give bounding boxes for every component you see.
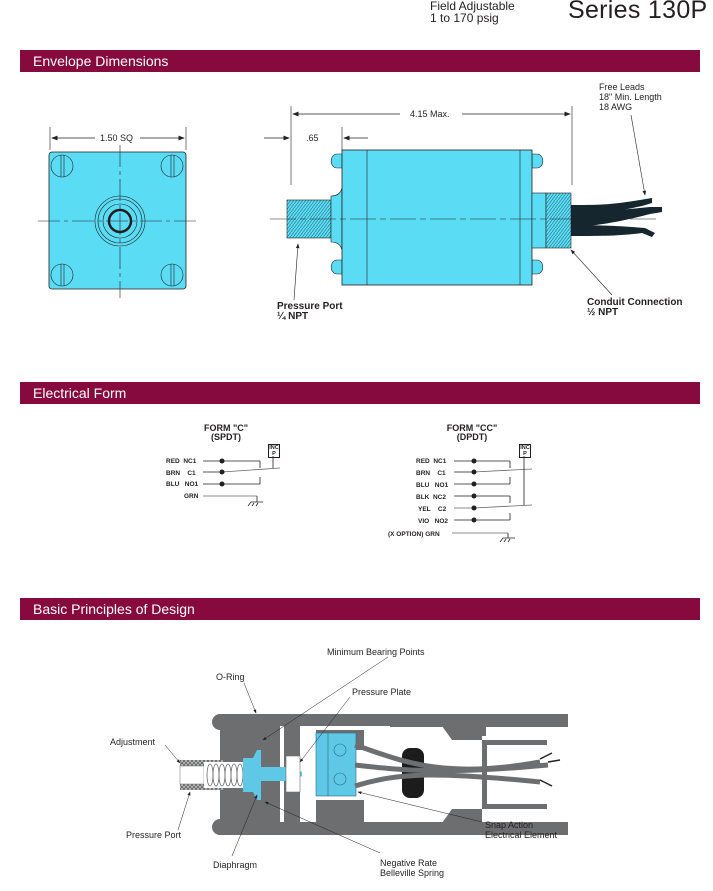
section-bar-basic-principles: Basic Principles of Design — [20, 598, 700, 620]
wire-label: BRN C1 — [166, 470, 196, 477]
free-leads-label: Free Leads 18" Min. Length 18 AWG — [599, 82, 662, 112]
belleville-line: Belleville Spring — [380, 868, 445, 878]
subtitle-range: 1 to 170 psig — [430, 11, 499, 25]
side-view — [264, 106, 662, 301]
pressure-port-size: ¼ NPT — [277, 311, 309, 322]
form-c-schematic — [203, 456, 281, 507]
conduit-connection-name: Conduit Connection — [587, 297, 683, 308]
callout-pressure-plate: Pressure Plate — [352, 687, 412, 697]
wire-label: BLU NO1 — [166, 481, 199, 488]
wire-label: RED NC1 — [166, 458, 197, 465]
p-text: P — [523, 451, 527, 457]
callout-minimum-bearing-points: Minimum Bearing Points — [327, 647, 425, 657]
callout-snap-action-element: Snap Action Electrical Element — [485, 820, 557, 840]
front-width-dimension: 1.50 SQ — [98, 133, 136, 143]
inc-text: INC — [520, 445, 530, 451]
form-cc-type: (DPDT) — [456, 432, 488, 442]
series-title: Series 130P — [568, 0, 708, 24]
section-title: Electrical Form — [33, 385, 127, 401]
wire-label: VIO NO2 — [418, 518, 448, 525]
pressure-port-name: Pressure Port — [277, 301, 343, 312]
conduit-connection-size: ½ NPT — [587, 307, 619, 318]
callout-o-ring: O-Ring — [216, 672, 245, 682]
section-title: Basic Principles of Design — [33, 601, 195, 617]
wire-label: YEL C2 — [418, 506, 447, 513]
section-title: Envelope Dimensions — [33, 53, 169, 69]
free-leads-line: 18 AWG — [599, 102, 633, 112]
port-length-dimension: .65 — [306, 133, 319, 143]
wire-label: BLK NC2 — [416, 494, 446, 501]
callout-belleville-spring: Negative Rate Belleville Spring — [380, 858, 444, 878]
snap-action-line: Electrical Element — [485, 830, 558, 840]
wire-label: RED NC1 — [416, 458, 447, 465]
free-leads-line: 18" Min. Length — [599, 92, 662, 102]
callout-pressure-port: Pressure Port — [126, 830, 182, 840]
conduit-connection-label: Conduit Connection ½ NPT — [587, 298, 683, 318]
header-subtitle: Field Adjustable 1 to 170 psig — [430, 0, 515, 24]
form-c-name: FORM "C" — [203, 423, 249, 433]
front-view — [38, 127, 196, 298]
ground-label: GRN — [184, 493, 199, 500]
section-bar-electrical-form: Electrical Form — [20, 382, 700, 404]
inc-p-box: INC P — [519, 444, 531, 458]
form-c-title: FORM "C" (SPDT) — [196, 424, 256, 442]
free-leads-line: Free Leads — [599, 82, 645, 92]
pressure-port-label: Pressure Port ¼ NPT — [277, 302, 343, 322]
inc-p-box: INC P — [268, 444, 280, 458]
wire-label: BLU NO1 — [416, 482, 449, 489]
section-bar-envelope-dimensions: Envelope Dimensions — [20, 50, 700, 72]
snap-action-line: Snap Action — [485, 820, 534, 830]
callout-diaphragm: Diaphragm — [213, 860, 258, 870]
p-text: P — [272, 451, 276, 457]
overall-length-dimension: 4.15 Max. — [408, 109, 452, 119]
wire-label: BRN C1 — [416, 470, 446, 477]
ground-label: (X OPTION) GRN — [388, 531, 440, 538]
form-cc-schematic — [452, 456, 533, 543]
switch-cross-section — [164, 656, 574, 857]
inc-text: INC — [269, 445, 279, 451]
belleville-line: Negative Rate — [380, 858, 438, 868]
form-cc-title: FORM "CC" (DPDT) — [437, 424, 507, 442]
callout-adjustment: Adjustment — [110, 737, 156, 747]
form-c-type: (SPDT) — [211, 432, 241, 442]
subtitle-adjustable: Field Adjustable — [430, 0, 515, 13]
form-cc-name: FORM "CC" — [446, 423, 498, 433]
